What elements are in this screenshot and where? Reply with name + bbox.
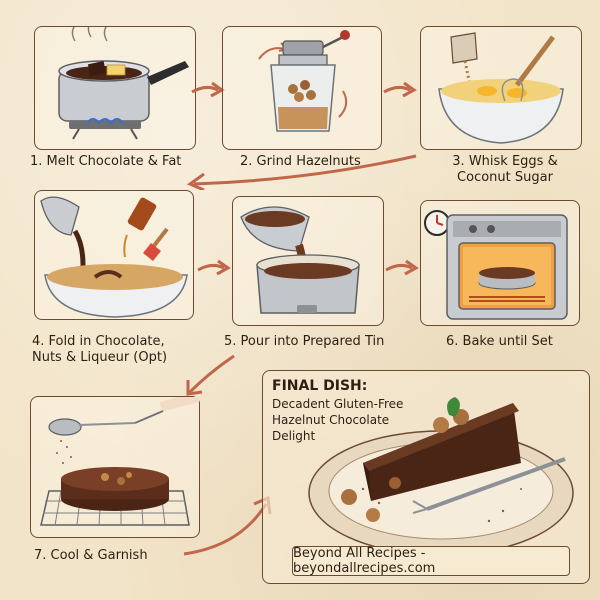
step-4-caption: 4. Fold in Chocolate, Nuts & Liqueur (Op… bbox=[32, 334, 168, 365]
step-2-panel bbox=[222, 26, 382, 150]
step-6-panel bbox=[420, 200, 580, 326]
oven-illustration bbox=[424, 210, 568, 320]
saucepan-illustration bbox=[58, 27, 189, 140]
step-7-panel bbox=[30, 396, 200, 538]
banner-text: Beyond All Recipes - beyondallrecipes.co… bbox=[293, 546, 436, 576]
arrow-right-icon bbox=[191, 81, 225, 98]
pouring-tin-illustration bbox=[240, 206, 360, 314]
final-dish-subtitle: Decadent Gluten-Free Hazelnut Chocolate … bbox=[272, 397, 404, 443]
final-dish-title: FINAL DISH: bbox=[272, 378, 368, 394]
step-1-caption: 1. Melt Chocolate & Fat bbox=[30, 154, 182, 169]
step-2-caption: 2. Grind Hazelnuts bbox=[240, 154, 361, 169]
step-5-caption: 5. Pour into Prepared Tin bbox=[224, 334, 385, 349]
step-3-panel bbox=[420, 26, 582, 150]
folding-bowl-illustration bbox=[40, 196, 188, 318]
arrow-right-icon bbox=[197, 259, 231, 276]
step-6-caption: 6. Bake until Set bbox=[446, 334, 553, 349]
cake-cooling-rack-illustration bbox=[40, 397, 199, 526]
step-1-panel bbox=[34, 26, 196, 150]
step-3-caption: 3. Whisk Eggs & Coconut Sugar bbox=[452, 154, 558, 185]
nut-grinder-illustration bbox=[258, 30, 350, 132]
cake-slice-plate-illustration bbox=[308, 397, 574, 556]
site-banner[interactable]: Beyond All Recipes - beyondallrecipes.co… bbox=[292, 546, 570, 576]
arrow-right-icon bbox=[385, 259, 419, 276]
arrow-down-left-icon bbox=[186, 354, 235, 396]
mixing-bowl-whisk-illustration bbox=[438, 32, 564, 144]
arrow-right-icon bbox=[383, 81, 417, 98]
step-4-panel bbox=[34, 190, 194, 320]
arrow-left-icon bbox=[186, 154, 417, 190]
step-5-panel bbox=[232, 196, 384, 326]
step-7-caption: 7. Cool & Garnish bbox=[34, 548, 148, 563]
